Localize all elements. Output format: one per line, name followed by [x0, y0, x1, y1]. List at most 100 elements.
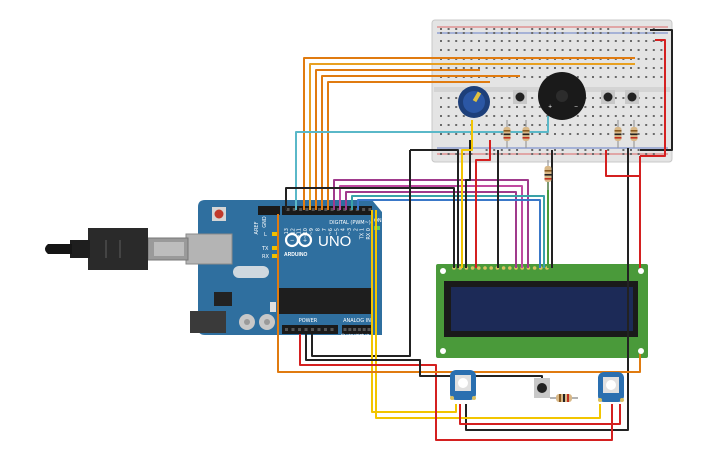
digital-pin[interactable] [305, 208, 309, 211]
digital-pin-label: 13 [284, 228, 290, 234]
lcd-pin[interactable] [470, 266, 475, 270]
lcd-pin[interactable] [477, 266, 481, 270]
neopixel-module-right [598, 372, 624, 402]
digital-pin[interactable] [336, 208, 340, 211]
digital-pin-label: ~6 [328, 228, 334, 235]
analog-pin[interactable] [343, 328, 347, 331]
v5-label: 5V [330, 338, 337, 344]
digital-pin[interactable] [286, 208, 290, 211]
neopixel-module-left [450, 370, 476, 400]
power-pin[interactable] [298, 328, 301, 331]
digital-pin-label: 12 [290, 228, 296, 234]
digital-pin[interactable] [311, 208, 315, 211]
left-header [258, 206, 280, 215]
digital-pin[interactable] [368, 208, 372, 211]
analog-pin-label: A0 [341, 333, 347, 340]
digital-pin-label: 8 [316, 228, 322, 231]
atmega-chip [278, 288, 372, 314]
lcd-pin[interactable] [489, 266, 494, 270]
digital-pin-label: RX 0 [366, 228, 372, 240]
digital-pwm-label: DIGITAL (PWM~) [329, 220, 371, 226]
led-tx [272, 246, 278, 250]
power-pin[interactable] [330, 328, 334, 331]
push-button-1[interactable] [513, 90, 527, 104]
digital-pin[interactable] [318, 208, 321, 211]
gnd-label: GND [262, 216, 268, 228]
v33-label: 3.3V [320, 338, 332, 344]
led-l [272, 232, 278, 236]
arduino-uno: DIGITAL (PWM~) GND AREF L TX RX ON − + U… [185, 200, 382, 344]
power-pin[interactable] [311, 328, 314, 331]
analog-pin-label: A4 [360, 333, 366, 340]
crystal [233, 266, 269, 278]
digital-pin-label: ~3 [347, 228, 353, 235]
usb-port [185, 233, 233, 265]
wires [277, 29, 673, 441]
analog-pin-label: A3 [355, 333, 361, 340]
lcd-16x2 [436, 264, 648, 358]
led-l-label: L [264, 232, 267, 238]
power-pin[interactable] [304, 328, 308, 331]
rx-label: RX [262, 254, 269, 260]
uno-model-label: UNO [318, 233, 351, 250]
analog-pin[interactable] [348, 328, 352, 331]
digital-pin[interactable] [343, 208, 347, 211]
buzzer-plus-label: + [548, 104, 552, 110]
digital-pin-label: TX 1 [360, 228, 366, 240]
power-jack [190, 311, 226, 333]
digital-pin[interactable] [362, 208, 366, 211]
lcd-pin[interactable] [501, 266, 506, 270]
analog-pin-label: A1 [346, 333, 352, 340]
resistor-bottom [550, 394, 578, 402]
digital-pin-label: ~5 [334, 228, 340, 235]
analog-pin[interactable] [357, 328, 361, 331]
svg-text:+: + [303, 238, 307, 245]
led-rx [272, 254, 278, 258]
power-header [282, 325, 338, 334]
lcd-pin[interactable] [508, 266, 512, 270]
digital-pin-label: 7 [322, 228, 328, 231]
power-pin[interactable] [291, 328, 295, 331]
digital-pin[interactable] [330, 208, 334, 211]
analog-pin[interactable] [353, 328, 357, 331]
digital-pin-label: ~11 [297, 228, 303, 239]
lcd-pin[interactable] [483, 266, 487, 270]
power-label: POWER [299, 318, 318, 324]
digital-pin-label: 2 [353, 228, 359, 231]
digital-pin[interactable] [299, 208, 303, 211]
power-pin[interactable] [285, 328, 288, 331]
vin-label: Vin [337, 338, 345, 344]
lcd-pin[interactable] [532, 266, 537, 270]
analog-pin[interactable] [362, 328, 366, 331]
power-pin[interactable] [317, 328, 321, 331]
analog-pin[interactable] [367, 328, 371, 331]
analog-pin-label: A5 [365, 333, 371, 340]
analog-pin-label: A2 [351, 333, 357, 340]
resistors [503, 120, 638, 190]
digital-pin[interactable] [292, 208, 296, 211]
digital-pin-label: ~9 [309, 228, 315, 235]
usb-cable [45, 228, 189, 270]
reset-button[interactable] [214, 209, 224, 219]
svg-text:−: − [290, 238, 294, 245]
analog-in-label: ANALOG IN [343, 318, 371, 324]
digital-pin-label: ~10 [303, 228, 309, 239]
push-button-bottom[interactable] [534, 378, 550, 398]
aref-label: AREF [254, 221, 260, 234]
buzzer-minus-label: − [574, 104, 578, 110]
digital-pin[interactable] [324, 208, 328, 211]
push-button-3[interactable] [625, 90, 639, 104]
on-label: ON [374, 218, 382, 224]
potentiometer[interactable] [458, 86, 490, 118]
power-pin[interactable] [324, 328, 327, 331]
lcd-screen [451, 287, 633, 331]
tx-label: TX [261, 246, 269, 252]
arduino-logo: − + [284, 232, 313, 248]
arduino-brand-label: ARDUINO [284, 252, 307, 258]
push-button-2[interactable] [601, 90, 615, 104]
ioref-label: IOREF [286, 338, 301, 344]
piezo-buzzer: + − [538, 72, 586, 120]
power-pin-labels: IOREF RESET 3.3V 5V Vin [286, 338, 345, 344]
